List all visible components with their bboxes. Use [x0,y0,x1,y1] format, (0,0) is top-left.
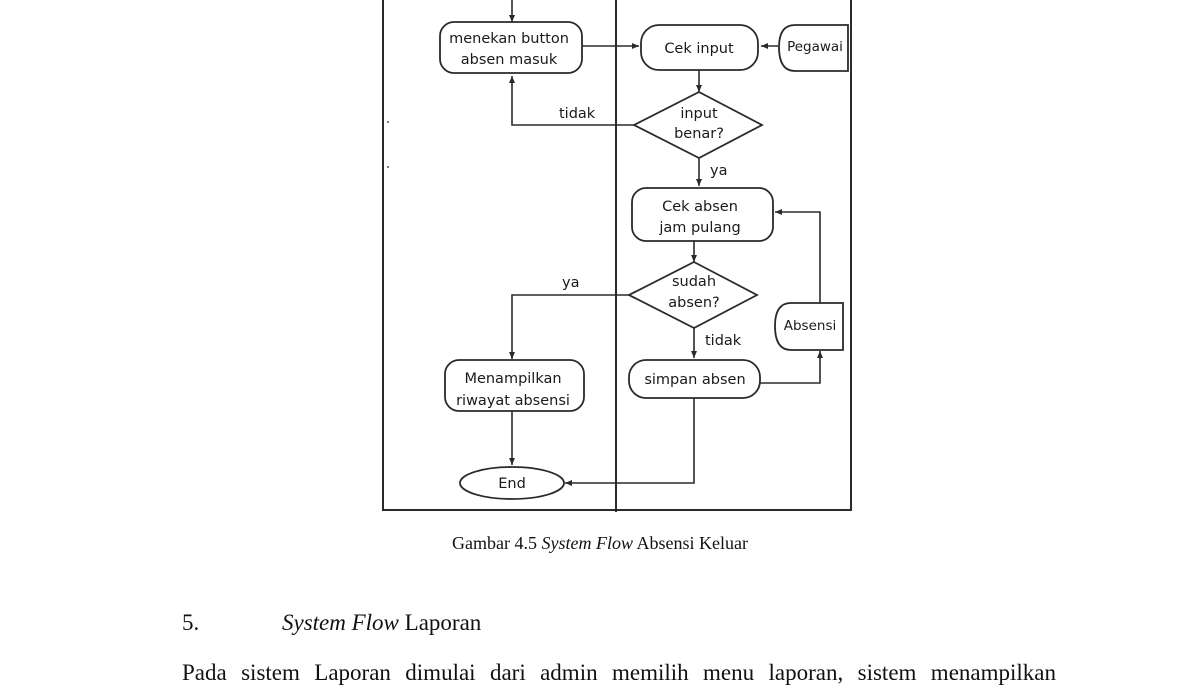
edge-input-tidak [509,76,634,126]
edge-label-tidak: tidak [705,333,742,349]
decision-input-benar: input benar? [632,90,764,160]
svg-text:absen masuk: absen masuk [461,52,558,68]
node-pegawai-datastore: Pegawai [778,24,849,72]
edge-label-ya: ya [562,275,579,291]
svg-text:menekan button: menekan button [449,31,569,47]
svg-text:jam pulang: jam pulang [658,220,740,236]
svg-text:sudah: sudah [672,274,716,290]
edge-absensi-to-cek-absen [775,209,821,303]
edge-label-tidak: tidak [559,106,596,122]
edge-absen-ya [509,294,629,359]
svg-text:End: End [498,476,526,492]
caption-suffix: Absensi Keluar [633,533,748,553]
caption-prefix: Gambar 4.5 [452,533,542,553]
border-dot [387,166,389,168]
section-title: Laporan [398,610,482,635]
edge-simpan-to-absensi [760,351,823,384]
svg-text:Menampilkan: Menampilkan [464,371,561,387]
caption-italic: System Flow [541,533,634,553]
node-menekan-button: menekan button absen masuk [439,21,583,74]
system-flow-diagram: menekan button absen masuk Cek input Peg… [382,0,852,512]
svg-text:absen?: absen? [668,295,719,311]
svg-text:benar?: benar? [674,126,724,142]
svg-text:Cek absen: Cek absen [662,199,738,215]
figure-caption: Gambar 4.5 System Flow Absensi Keluar [0,533,1200,554]
svg-text:input: input [680,106,718,122]
section-title-italic: System Flow [282,610,399,635]
svg-text:Cek input: Cek input [664,41,734,57]
svg-text:simpan absen: simpan absen [644,372,745,388]
edge-simpan-to-end [565,398,695,486]
section-number: 5. [182,610,200,635]
body-paragraph: Pada sistem Laporan dimulai dari admin m… [182,660,1056,685]
node-absensi-datastore: Absensi [774,302,844,351]
svg-text:riwayat absensi: riwayat absensi [456,393,570,409]
connectors [509,0,823,486]
terminal-end: End [459,466,565,500]
node-menampilkan-riwayat: Menampilkan riwayat absensi [444,359,585,412]
node-cek-absen: Cek absen jam pulang [631,187,774,242]
node-cek-input: Cek input [640,24,759,71]
edge-label-ya: ya [710,163,727,179]
svg-text:Pegawai: Pegawai [787,39,843,55]
decision-sudah-absen: sudah absen? [627,260,759,330]
section-heading: 5. System Flow Laporan [182,610,481,636]
node-simpan-absen: simpan absen [628,359,761,399]
svg-text:Absensi: Absensi [784,318,836,334]
border-dot [387,121,389,123]
